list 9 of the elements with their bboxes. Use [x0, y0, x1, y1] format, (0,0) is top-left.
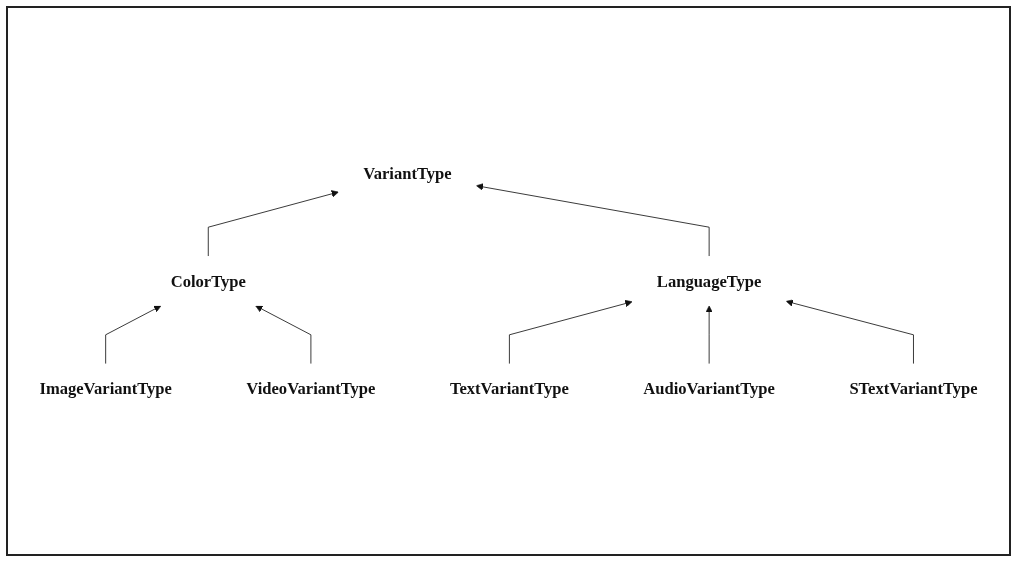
node-text: ColorType	[170, 271, 246, 291]
node-text: AudioVariantType	[643, 379, 775, 398]
node-text: VariantType	[363, 164, 452, 183]
node-text: VideoVariantType	[246, 379, 376, 398]
node-text: TextVariantType	[449, 379, 569, 398]
node-text: STextVariantType	[849, 379, 978, 398]
node-text: LanguageType	[656, 271, 762, 291]
diagram-frame: VariantType ColorType LanguageType ImageVariantType VideoVariantType TextVariantType AudioVariantType STextVariantType	[6, 6, 1011, 556]
node-text: ImageVariantType	[39, 379, 172, 398]
